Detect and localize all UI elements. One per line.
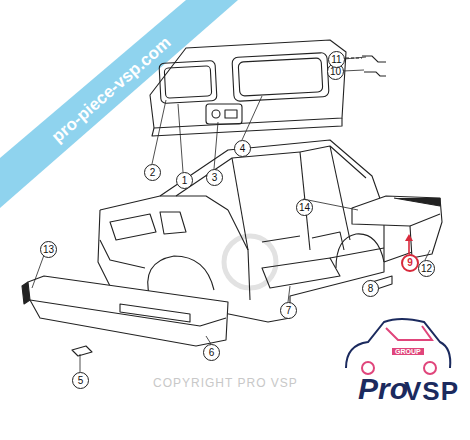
callout-number: 8: [362, 280, 379, 297]
callout-number: 11: [328, 51, 345, 68]
logo-car: [346, 319, 450, 374]
copyright-watermark: COPYRIGHT PRO VSP: [150, 376, 301, 390]
callout-number: 6: [203, 344, 220, 361]
logo-text: VSP: [404, 376, 459, 407]
callout-number: 12: [418, 260, 435, 277]
callout-number: 2: [144, 164, 161, 181]
highlight-arrowhead: [405, 234, 413, 241]
copyright-mark: [224, 236, 276, 288]
callout-number: 14: [296, 199, 313, 216]
callout-number: 13: [40, 241, 57, 258]
front-bumper: [22, 276, 228, 356]
callout-number: 3: [206, 169, 223, 186]
callout-number: 5: [72, 372, 89, 389]
roof-panel: [150, 40, 362, 136]
logo-text: GROUP: [392, 348, 424, 355]
rear-bumper: [352, 196, 442, 290]
callout-number: 4: [234, 140, 251, 157]
logo-text: Pro: [358, 372, 408, 406]
callout-number: 1: [176, 172, 193, 189]
callout-number: 9: [401, 254, 419, 272]
roof-bracket: [362, 56, 386, 76]
callout-number: 7: [280, 302, 297, 319]
